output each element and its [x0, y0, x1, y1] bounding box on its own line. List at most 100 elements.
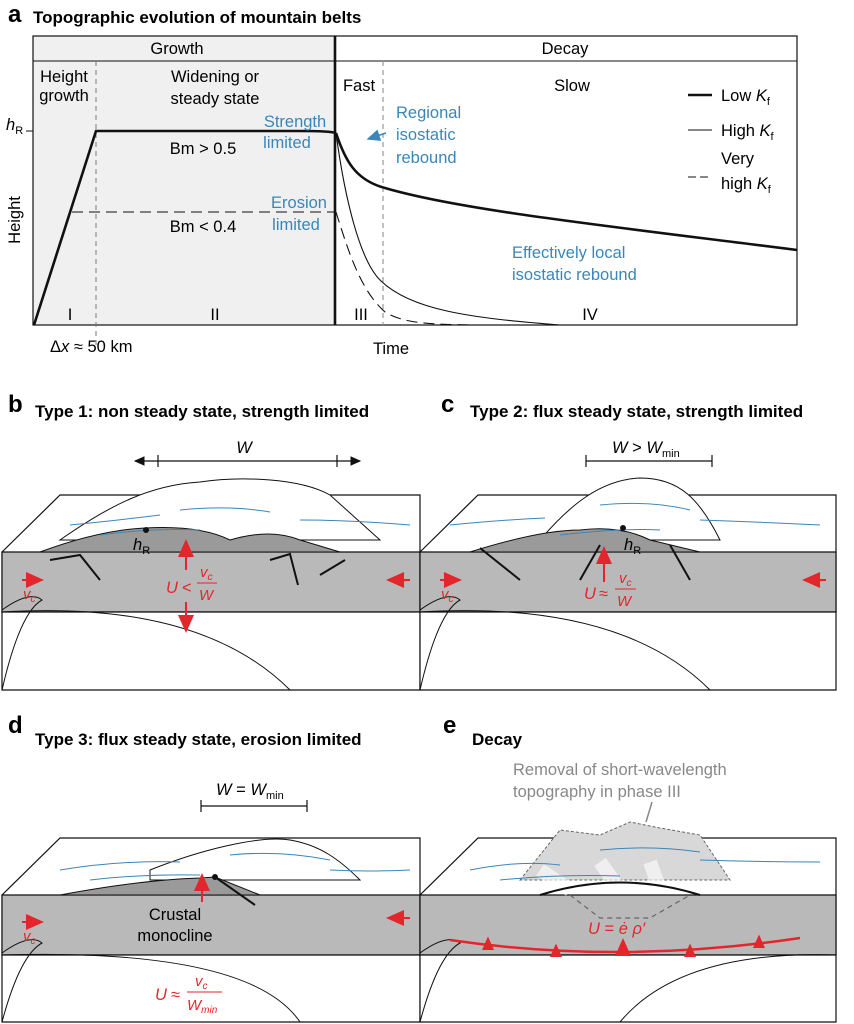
vc-numerator: vc: [200, 564, 213, 583]
widening-line2: steady state: [171, 90, 260, 108]
Wmin-denominator: Wmin: [187, 997, 218, 1016]
slow-label: Slow: [554, 77, 590, 95]
relation-sign: <: [182, 579, 192, 597]
panel-a: a Topographic evolution of mountain belt…: [6, 1, 798, 358]
x-axis-label: Time: [373, 340, 409, 358]
crustal-monocline-line1: Crustal: [149, 906, 201, 924]
height-growth-line2: growth: [39, 87, 89, 105]
low-kf-decay-curve: [334, 132, 798, 252]
panel-e-title: Decay: [472, 730, 523, 749]
high-kf-decay-curve: [335, 132, 561, 326]
panel-b-letter: b: [8, 391, 23, 418]
relation-sign: ≈: [171, 986, 180, 1004]
panel-d-title: Type 3: flux steady state, erosion limit…: [35, 730, 362, 749]
removal-pointer: [645, 801, 653, 823]
removed-topography: [518, 821, 731, 881]
regional-line3: rebound: [396, 149, 457, 167]
hR-point: [620, 525, 626, 531]
panel-e: e Decay Removal of short-wavelength topo…: [419, 712, 837, 1023]
legend-high-label: High Kf: [721, 122, 775, 143]
widening-line1: Widening or: [171, 68, 260, 86]
hR-point: [143, 527, 149, 533]
hR-label: hR: [624, 536, 641, 557]
y-axis-label: Height: [6, 196, 24, 244]
phase-I-label: I: [68, 306, 73, 324]
U-formula: U = ė ρ′: [588, 920, 646, 938]
width-label: W: [236, 439, 253, 457]
U-label: U: [155, 986, 167, 1004]
hR-tick-label: hR: [6, 116, 23, 137]
dx-label: Δx ≈ 50 km: [50, 338, 132, 356]
mantle-layer: [1, 611, 421, 691]
river-network: [59, 852, 411, 881]
strength-limited-line1: Strength: [264, 113, 326, 131]
panel-a-letter: a: [8, 1, 22, 28]
width-label: W = Wmin: [216, 781, 284, 802]
panel-b: b Type 1: non steady state, strength lim…: [1, 391, 421, 691]
panel-e-letter: e: [443, 712, 456, 739]
phase-II-label: II: [210, 306, 219, 324]
panel-b-title: Type 1: non steady state, strength limit…: [35, 402, 369, 421]
thrust-faults: [49, 552, 346, 586]
slab-curve: [1, 596, 43, 691]
rebound-arrow: [366, 129, 387, 141]
regional-line2: isostatic: [396, 126, 456, 144]
low-kf-growth-curve: [32, 129, 337, 326]
peak-point: [212, 874, 218, 880]
W-denominator: W: [199, 587, 215, 604]
crustal-monocline-line2: monocline: [137, 927, 212, 945]
removal-line1: Removal of short-wavelength: [513, 761, 727, 779]
relation-sign: ≈: [599, 585, 608, 603]
slab-curve: [419, 939, 461, 1023]
local-line1: Effectively local: [512, 244, 625, 262]
orogen-root: [469, 528, 701, 553]
bm-high-label: Bm > 0.5: [170, 140, 237, 158]
height-growth-line1: Height: [40, 68, 88, 86]
crust-layer: [1, 894, 421, 956]
W-denominator: W: [617, 593, 633, 610]
growth-label: Growth: [150, 40, 203, 58]
moho-curve: [419, 610, 711, 691]
mountain-range: [538, 477, 721, 541]
moho-curve: [1, 953, 301, 1023]
fast-label: Fast: [343, 77, 376, 95]
vc-numerator: vc: [619, 570, 632, 589]
phase-IV-label: IV: [582, 306, 598, 324]
panel-d: d Type 3: flux steady state, erosion lim…: [1, 712, 421, 1023]
vc-side-label: vc: [23, 586, 36, 605]
crust-top-arch: [539, 881, 701, 896]
panel-a-title: Topographic evolution of mountain belts: [33, 8, 361, 27]
erosion-limited-line2: limited: [272, 216, 320, 234]
vc-side-label: vc: [23, 928, 36, 947]
panel-c-letter: c: [441, 391, 454, 418]
vc-numerator: vc: [195, 973, 208, 992]
panel-c: c Type 2: flux steady state, strength li…: [419, 391, 837, 691]
mountain-range: [149, 838, 362, 881]
strength-limited-line2: limited: [263, 134, 311, 152]
hR-label: hR: [133, 536, 150, 557]
legend-low-label: Low Kf: [721, 87, 771, 108]
U-label: U: [166, 579, 178, 597]
vc-side-label: vc: [441, 586, 454, 605]
very-high-kf-decay-curve: [335, 211, 471, 326]
mantle-layer: [419, 954, 837, 1023]
moho-curve: [1, 610, 291, 691]
plot-frame: [32, 35, 798, 326]
mountain-range: [58, 478, 382, 541]
bm-low-label: Bm < 0.4: [170, 218, 237, 236]
river-network: [69, 507, 411, 536]
width-label: W > Wmin: [612, 439, 680, 460]
phase-III-label: III: [354, 306, 368, 324]
slab-curve: [419, 596, 461, 691]
legend-veryhigh-line1: Very: [721, 150, 755, 168]
thrust-fault: [214, 876, 256, 906]
moho-curve: [619, 954, 837, 1023]
growth-shade: [33, 36, 335, 325]
local-line2: isostatic rebound: [512, 266, 637, 284]
decay-label: Decay: [542, 40, 590, 58]
former-root-outline: [569, 894, 691, 919]
removal-line2: topography in phase III: [513, 783, 681, 801]
river-network: [469, 847, 821, 881]
legend-veryhigh-line2: high Kf: [721, 175, 772, 196]
mantle-layer: [419, 611, 837, 691]
